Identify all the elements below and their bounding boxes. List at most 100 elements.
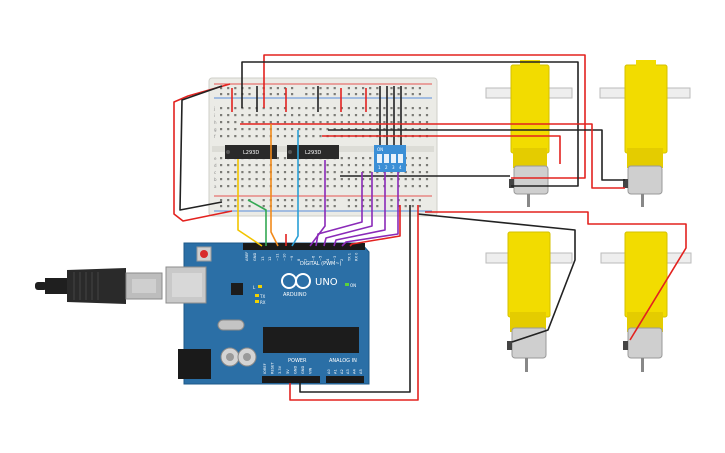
breadboard-hole[interactable] [305,87,308,90]
breadboard-hole[interactable] [298,107,301,110]
breadboard-hole[interactable] [319,114,322,117]
breadboard-hole[interactable] [276,205,279,208]
breadboard-hole[interactable] [326,171,329,174]
breadboard-hole[interactable] [291,114,294,117]
breadboard-hole[interactable] [291,87,294,90]
breadboard-hole[interactable] [376,205,379,208]
breadboard-hole[interactable] [362,164,365,167]
breadboard-hole[interactable] [411,205,414,208]
breadboard-hole[interactable] [390,185,393,188]
chip-l293d-2[interactable]: L293D [287,145,339,159]
breadboard-hole[interactable] [326,185,329,188]
breadboard-hole[interactable] [418,121,421,124]
breadboard-hole[interactable] [404,107,407,110]
breadboard-hole[interactable] [234,93,237,96]
breadboard-hole[interactable] [312,178,315,181]
breadboard-hole[interactable] [340,185,343,188]
breadboard-hole[interactable] [220,135,223,138]
breadboard-hole[interactable] [347,121,350,124]
breadboard-hole[interactable] [347,157,350,160]
wire-purple-2[interactable] [315,172,363,247]
wire-purple-3[interactable] [323,172,373,247]
breadboard-hole[interactable] [276,93,279,96]
breadboard-hole[interactable] [220,199,223,202]
breadboard-hole[interactable] [312,114,315,117]
breadboard-hole[interactable] [397,114,400,117]
breadboard-hole[interactable] [319,93,322,96]
breadboard-hole[interactable] [397,93,400,96]
breadboard-hole[interactable] [376,185,379,188]
breadboard-hole[interactable] [390,205,393,208]
breadboard-hole[interactable] [291,128,294,131]
breadboard-hole[interactable] [390,93,393,96]
breadboard-hole[interactable] [376,121,379,124]
breadboard-hole[interactable] [397,128,400,131]
breadboard-hole[interactable] [369,121,372,124]
breadboard-hole[interactable] [369,185,372,188]
breadboard-hole[interactable] [418,205,421,208]
wire-black-motor-5[interactable] [417,213,576,343]
breadboard-hole[interactable] [376,199,379,202]
breadboard-hole[interactable] [241,114,244,117]
breadboard-hole[interactable] [333,107,336,110]
breadboard-hole[interactable] [340,157,343,160]
breadboard-hole[interactable] [220,93,223,96]
breadboard-hole[interactable] [234,178,237,181]
breadboard-hole[interactable] [326,128,329,131]
breadboard-hole[interactable] [276,121,279,124]
breadboard-hole[interactable] [425,121,429,124]
breadboard-hole[interactable] [227,107,230,110]
breadboard-hole[interactable] [276,107,279,110]
breadboard-hole[interactable] [362,171,365,174]
breadboard-hole[interactable] [241,128,244,131]
breadboard-hole[interactable] [404,199,407,202]
wire-black-motor-4[interactable] [425,211,687,341]
wire-red-sig[interactable] [349,205,401,247]
breadboard-hole[interactable] [262,205,265,208]
breadboard-hole[interactable] [234,135,237,138]
breadboard-hole[interactable] [283,199,287,202]
breadboard-hole[interactable] [326,121,329,124]
breadboard-hole[interactable] [390,199,393,202]
breadboard-hole[interactable] [248,107,251,110]
breadboard-hole[interactable] [326,178,329,181]
breadboard-hole[interactable] [333,185,336,188]
breadboard-hole[interactable] [262,114,265,117]
wire-red-5v[interactable] [289,205,419,401]
breadboard-hole[interactable] [333,178,336,181]
breadboard-hole[interactable] [227,128,230,131]
breadboard-hole[interactable] [397,87,400,90]
breadboard-hole[interactable] [404,87,407,90]
breadboard-hole[interactable] [347,164,350,167]
breadboard-hole[interactable] [362,157,365,160]
breadboard-hole[interactable] [298,185,301,188]
breadboard-hole[interactable] [404,121,407,124]
breadboard-hole[interactable] [376,171,379,174]
breadboard-hole[interactable] [291,135,294,138]
breadboard-hole[interactable] [383,128,386,131]
breadboard-hole[interactable] [298,178,301,181]
breadboard-hole[interactable] [411,128,414,131]
breadboard-hole[interactable] [354,128,358,131]
breadboard-hole[interactable] [326,164,329,167]
breadboard-hole[interactable] [347,93,350,96]
wire-purple-motor[interactable] [322,135,561,164]
breadboard-hole[interactable] [411,164,414,167]
breadboard-hole[interactable] [291,164,294,167]
breadboard-hole[interactable] [319,205,322,208]
motor-1[interactable] [485,60,573,207]
breadboard-hole[interactable] [269,121,272,124]
breadboard-hole[interactable] [319,128,322,131]
breadboard-hole[interactable] [340,178,343,181]
breadboard-hole[interactable] [347,199,350,202]
breadboard-hole[interactable] [283,185,287,188]
breadboard-hole[interactable] [362,205,365,208]
breadboard-hole[interactable] [276,199,279,202]
breadboard-hole[interactable] [220,107,223,110]
breadboard-hole[interactable] [291,205,294,208]
breadboard-hole[interactable] [269,114,272,117]
breadboard-hole[interactable] [347,178,350,181]
breadboard-hole[interactable] [298,114,301,117]
breadboard-hole[interactable] [340,164,343,167]
breadboard-hole[interactable] [369,128,372,131]
